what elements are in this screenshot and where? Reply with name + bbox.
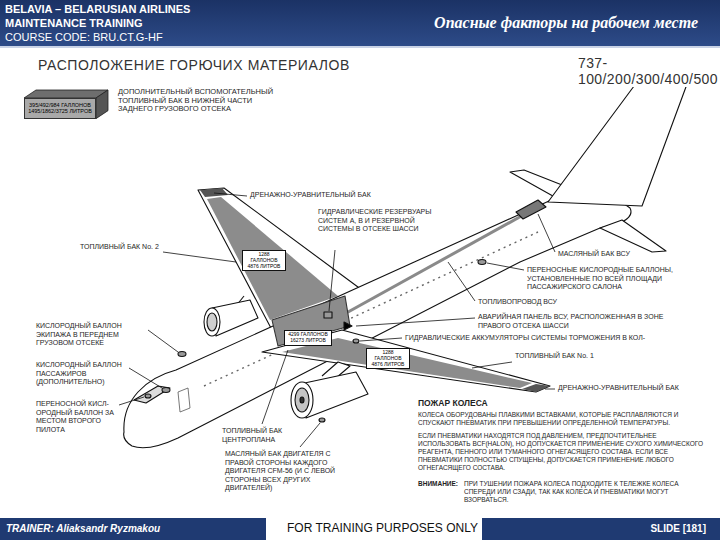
leader-line [356,318,475,326]
band-text: TRAINER: Aliaksandr Ryzmakou [6,523,160,535]
capacity-tag: 4299 ГАЛЛОНОВ 16273 ЛИТРОВ [284,330,332,346]
leader-line [163,252,236,262]
leader-line [129,368,162,388]
hydraulic-reservoir [324,312,332,318]
slide-heading: Опасные факторы на рабочем месте [434,14,698,32]
cabin-windows [204,232,538,386]
callout-label: ГИДРАВЛИЧЕСКИЕ РЕЗЕРВУАРЫ СИСТЕМ А, В И … [318,208,443,234]
leader-line [487,263,524,270]
band-text: COURSE CODE: BRU.CT.G-HF [5,31,163,44]
vertical-fin [548,76,690,206]
horizontal-stabilizer [600,220,666,252]
capacity-tag: 1288 ГАЛЛОНОВ 4876 ЛИТРОВ [366,348,410,369]
capacity-text: 395/492/984 ГАЛЛОНОВ 1495/1862/3725 ЛИТР… [28,102,92,115]
slide-title: РАСПОЛОЖЕНИЕ ГОРЮЧИХ МАТЕРИАЛОВ [38,57,350,73]
passenger-door [178,388,190,412]
leader-line [214,193,247,196]
apu-panel-mark [344,322,352,330]
band-text: MAINTENANCE TRAINING [5,17,143,30]
capacity-text: 4299 ГАЛЛОНОВ 16273 ЛИТРОВ [287,332,329,344]
leader-line [545,389,555,390]
callout-label: ТОПЛИВНЫЙ БАК No. 2 [80,243,159,252]
note-text: ЕСЛИ ПНЕВМАТИКИ НАХОДЯТСЯ ПОД ДАВЛЕНИЕМ,… [418,432,705,472]
engine-fan [295,388,309,412]
aux-fuel-tank: 395/492/984 ГАЛЛОНОВ 1495/1862/3725 ЛИТР… [24,98,96,119]
note-text: ПОЖАР КОЛЕСА [418,398,488,408]
band-text: BELAVIA – BELARUSIAN AIRLINES [5,3,190,16]
capacity-text: 1288 ГАЛЛОНОВ 4876 ЛИТРОВ [245,252,283,269]
capacity-text: 1288 ГАЛЛОНОВ 4876 ЛИТРОВ [369,350,407,367]
surge-tank-shading [200,188,228,197]
note-text: ВНИМАНИЕ: [418,480,458,488]
capacity-tag: 1288 ГАЛЛОНОВ 4876 ЛИТРОВ [242,250,286,271]
callout-label: ДРЕНАЖНО-УРАВНИТЕЛЬНЫЙ БАК [250,191,371,200]
callout-label: ГИДРАВЛИЧЕСКИЕ АККУМУЛЯТОРЫ СИСТЕМЫ ТОРМ… [405,334,645,343]
cockpit-window [134,386,170,403]
leader-line [119,397,144,405]
callout-label: ДРЕНАЖНО-УРАВНИТЕЛЬНЫЙ БАК [558,384,679,393]
band-text: FOR TRAINING PURPOSES ONLY [287,522,478,536]
engine-intake [204,308,220,336]
note-text: КОЛЕСА ОБОРУДОВАНЫ ПЛАВКИМИ ВСТАВКАМИ, К… [418,411,705,427]
leader-line [538,214,555,252]
surge-tank-shading [522,384,550,392]
callout-label: ТОПЛИВНЫЙ БАК ЦЕНТРОПЛАНА [222,427,302,444]
leader-line [300,423,320,447]
band-text: SLIDE [181] [650,523,706,535]
callout-label: МАСЛЯНЫЙ БАК ДВИГАТЕЛЯ С ПРАВОЙ СТОРОНЫ … [225,450,350,493]
tank-box-side [96,90,108,119]
leader-line [360,338,402,341]
oxygen-bottle [478,260,486,265]
footer-band: TRAINER: Aliaksandr Ryzmakou FOR TRAINING… [0,518,720,540]
callout-label: КИСЛОРОДНЫЙ БАЛЛОН ПАССАЖИРОВ (ДОПОЛНИТЕ… [36,361,126,387]
leader-line [448,262,475,301]
header-band: BELAVIA – BELARUSIAN AIRLINESMAINTENANCE… [0,0,720,48]
brake-accumulator [353,339,359,343]
engine-intake [291,382,313,418]
engine-spinner [300,397,304,403]
tank-box-top [24,90,108,98]
callout-label: ДОПОЛНИТЕЛЬНЫЙ ВСПОМОГАТЕЛЬНЫЙ ТОПЛИВНЫЙ… [118,88,276,114]
engine-fan [207,313,217,331]
callout-label: ТОПЛИВНЫЙ БАК No. 1 [515,352,594,361]
callout-label: АВАРИЙНАЯ ПАНЕЛЬ ВСУ, РАСПОЛОЖЕННАЯ В ЗО… [478,313,683,330]
callout-label: ПЕРЕНОСНЫЕ КИСЛОРОДНЫЕ БАЛЛОНЫ, УСТАНОВЛ… [527,266,699,292]
callout-label: ПЕРЕНОСНОЙ КИСЛ- ОРОДНЫЙ БАЛЛОН ЗА МЕСТО… [36,400,116,434]
leader-line [472,362,512,368]
callout-label: ТОПЛИВОПРОВОД ВСУ [478,298,557,307]
callout-label: КИСЛОРОДНЫЙ БАЛЛОН ЭКИПАЖА В ПЕРЕДНЕМ ГР… [36,322,146,348]
leader-line [148,330,178,352]
model-label: 737-100/200/300/400/500 [578,55,718,87]
oxygen-bottle [162,388,170,393]
callout-label: МАСЛЯНЫЙ БАК ВСУ [558,250,630,259]
apu-oil-tank [516,200,546,219]
leader-line [329,250,335,311]
engine-oil-tank [319,418,325,422]
oxygen-bottle [145,394,151,398]
oxygen-bottle [178,352,186,357]
note-text: ПРИ ТУШЕНИИ ПОЖАРА КОЛЕСА ПОДХОДИТЕ К ТЕ… [464,480,705,504]
leader-line [262,350,288,424]
